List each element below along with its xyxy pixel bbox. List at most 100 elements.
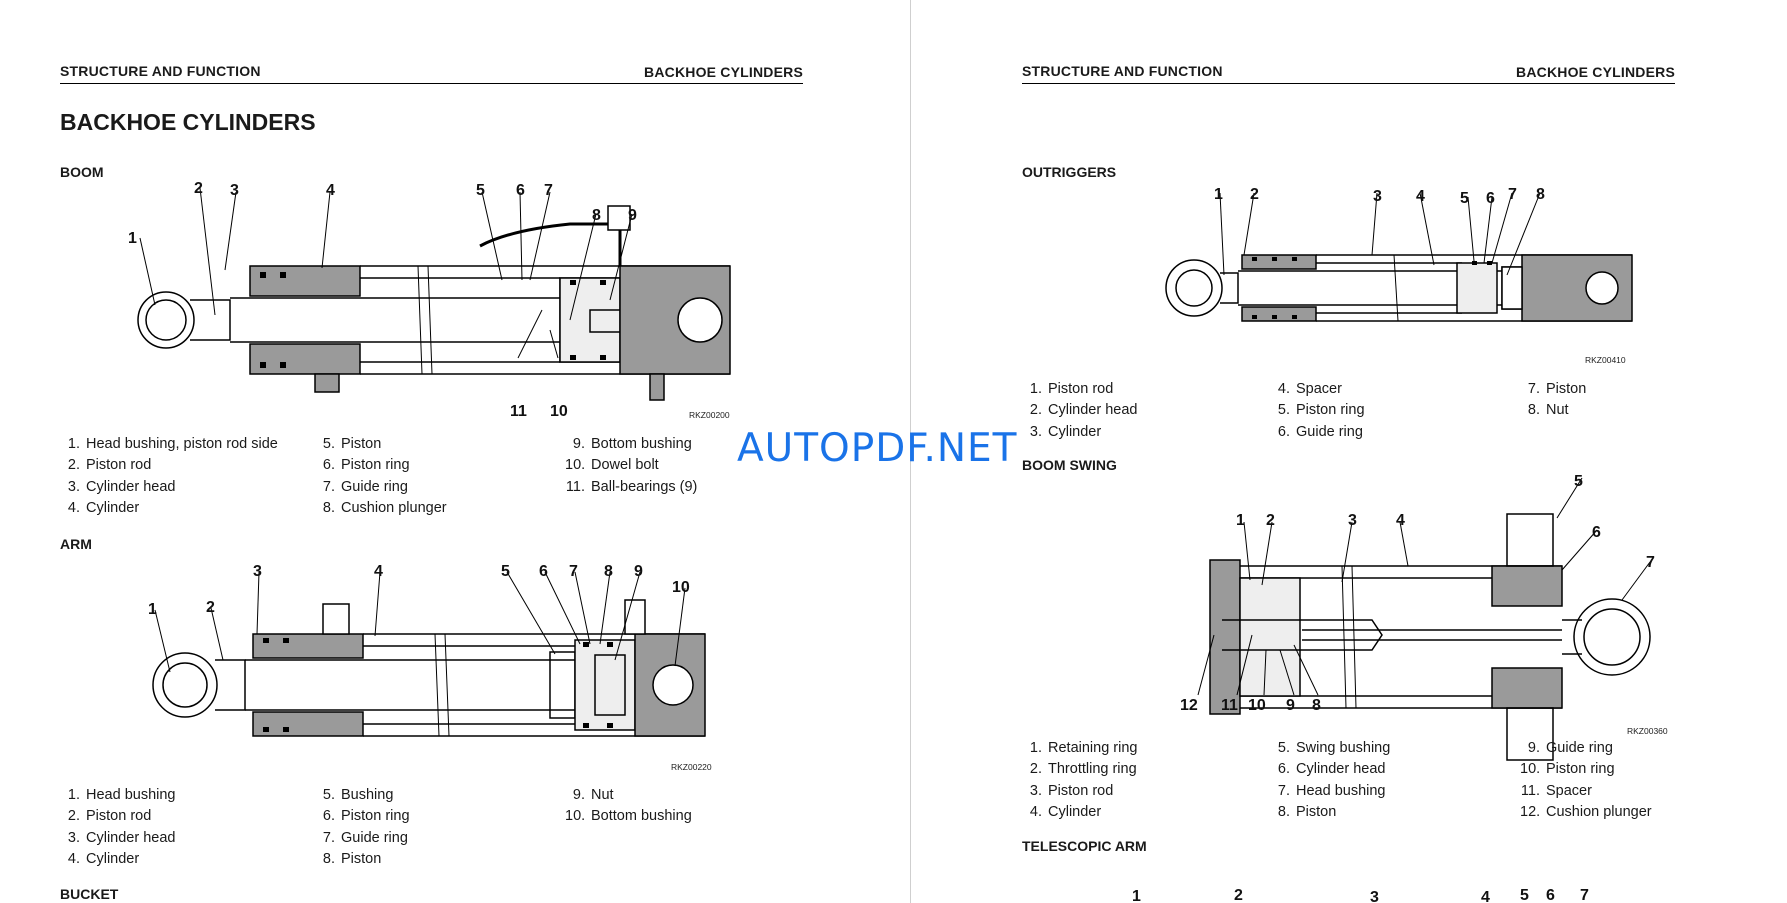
legend-item: 8.Nut <box>1527 402 1569 419</box>
boom-legend-col2: 5.Piston 6.Piston ring 7.Guide ring 8.Cu… <box>315 434 447 519</box>
boom-callout: 9 <box>628 207 637 224</box>
legend-item: 5.Piston ring <box>1277 402 1365 419</box>
boom-swing-callout: 10 <box>1248 697 1266 714</box>
legend-item: 5.Piston <box>322 436 382 452</box>
legend-item: 8.Cushion plunger <box>322 499 447 516</box>
legend-item: 5.Swing bushing <box>1277 740 1391 756</box>
section-heading-boom-swing: BOOM SWING <box>1022 457 1117 473</box>
boom-figure-code: RKZ00200 <box>689 410 730 420</box>
boom-callout: 2 <box>194 180 203 197</box>
legend-item: 7.Piston <box>1527 381 1587 397</box>
boom-swing-legend-col1: 1.Retaining ring 2.Throttling ring 3.Pis… <box>1022 738 1138 823</box>
boom-swing-callout: 6 <box>1592 524 1601 541</box>
arm-legend-col1: 1.Head bushing 2.Piston rod 3.Cylinder h… <box>60 785 176 870</box>
page-divider <box>909 0 911 903</box>
boom-swing-cylinder-diagram: 1 2 3 4 5 6 7 12 11 10 9 8 <box>1180 473 1655 761</box>
telescopic-callout: 2 <box>1234 887 1243 903</box>
telescopic-callout: 5 <box>1520 887 1529 903</box>
boom-swing-callout: 11 <box>1221 697 1238 714</box>
boom-swing-figure-code: RKZ00360 <box>1627 726 1668 736</box>
legend-item: 7.Guide ring <box>322 829 408 846</box>
legend-item: 4.Cylinder <box>67 499 140 516</box>
legend-item: 2.Piston rod <box>67 457 152 474</box>
legend-item: 9.Nut <box>572 787 614 803</box>
left-page: STRUCTURE AND FUNCTION BACKHOE CYLINDERS… <box>60 63 803 902</box>
outriggers-callout: 4 <box>1416 188 1425 205</box>
outriggers-callout: 5 <box>1460 190 1469 207</box>
right-header-section: STRUCTURE AND FUNCTION <box>1022 63 1223 79</box>
legend-item: 11.Spacer <box>1520 782 1592 799</box>
legend-item: 9.Bottom bushing <box>572 436 692 452</box>
left-header-chapter: BACKHOE CYLINDERS <box>644 64 803 80</box>
legend-item: 6.Guide ring <box>1277 423 1363 440</box>
boom-swing-callout: 4 <box>1396 512 1405 529</box>
right-page: STRUCTURE AND FUNCTION BACKHOE CYLINDERS… <box>912 0 1787 903</box>
outriggers-legend-col2: 4.Spacer 5.Piston ring 6.Guide ring <box>1270 379 1365 443</box>
boom-callout: 6 <box>516 182 525 199</box>
arm-figure-code: RKZ00220 <box>671 762 712 772</box>
boom-cylinder-diagram: 1 2 3 4 5 6 7 8 9 11 10 <box>128 180 731 420</box>
legend-item: 3.Cylinder <box>1029 423 1102 440</box>
boom-swing-callout: 2 <box>1266 512 1275 529</box>
outriggers-callout: 6 <box>1486 190 1495 207</box>
telescopic-callout: 7 <box>1580 887 1589 903</box>
boom-legend-col3: 9.Bottom bushing 10.Dowel bolt 11.Ball-b… <box>565 434 697 498</box>
boom-callout: 1 <box>128 230 137 247</box>
section-heading-bucket: BUCKET <box>60 886 119 902</box>
boom-callout: 8 <box>592 207 601 224</box>
legend-item: 12.Cushion plunger <box>1520 803 1652 820</box>
boom-legend-col1: 1.Head bushing, piston rod side 2.Piston… <box>60 434 278 519</box>
section-heading-outriggers: OUTRIGGERS <box>1022 164 1117 180</box>
arm-cylinder-diagram: 1 2 3 4 5 6 7 8 9 10 <box>148 563 706 737</box>
boom-swing-callout: 1 <box>1236 512 1245 529</box>
outriggers-legend-col3: 7.Piston 8.Nut <box>1520 379 1586 422</box>
boom-swing-callout: 9 <box>1286 697 1295 714</box>
legend-item: 10.Bottom bushing <box>565 808 692 825</box>
left-header-section: STRUCTURE AND FUNCTION <box>60 63 261 79</box>
arm-callout: 4 <box>374 563 383 580</box>
outriggers-figure-code: RKZ00410 <box>1585 355 1626 365</box>
legend-item: 11.Ball-bearings (9) <box>565 478 698 495</box>
telescopic-callout: 6 <box>1546 887 1555 903</box>
telescopic-callout: 4 <box>1481 889 1490 903</box>
legend-item: 8.Piston <box>322 850 382 867</box>
legend-item: 7.Guide ring <box>322 478 408 495</box>
boom-callout: 4 <box>326 182 335 199</box>
legend-item: 5.Bushing <box>322 787 394 803</box>
boom-callout: 5 <box>476 182 485 199</box>
boom-swing-legend-col3: 9.Guide ring 10.Piston ring 11.Spacer 12… <box>1520 738 1652 823</box>
legend-item: 10.Piston ring <box>1520 761 1615 778</box>
legend-item: 2.Piston rod <box>67 808 152 825</box>
section-heading-arm: ARM <box>60 536 92 552</box>
boom-swing-callout: 3 <box>1348 512 1357 529</box>
boom-swing-callout: 8 <box>1312 697 1321 714</box>
legend-item: 1.Head bushing <box>67 787 176 803</box>
outriggers-callout: 7 <box>1508 186 1517 203</box>
boom-swing-callout: 12 <box>1180 697 1198 714</box>
legend-item: 1.Head bushing, piston rod side <box>67 436 278 452</box>
right-header-rule <box>1022 83 1675 84</box>
legend-item: 1.Piston rod <box>1029 381 1114 397</box>
legend-item: 6.Cylinder head <box>1277 761 1386 778</box>
arm-callout: 8 <box>604 563 613 580</box>
legend-item: 2.Throttling ring <box>1029 761 1137 778</box>
outriggers-callout: 2 <box>1250 186 1259 203</box>
boom-callout: 11 <box>510 403 527 420</box>
section-heading-telescopic-arm: TELESCOPIC ARM <box>1022 838 1147 854</box>
legend-item: 1.Retaining ring <box>1029 740 1138 756</box>
outriggers-callout: 3 <box>1373 188 1382 205</box>
right-header-chapter: BACKHOE CYLINDERS <box>1516 64 1675 80</box>
legend-item: 4.Spacer <box>1277 381 1342 397</box>
arm-callout: 9 <box>634 563 643 580</box>
telescopic-callout: 3 <box>1370 889 1379 903</box>
arm-callout: 5 <box>501 563 510 580</box>
telescopic-callout: 1 <box>1132 888 1141 903</box>
boom-swing-callout: 5 <box>1574 473 1583 490</box>
legend-item: 3.Piston rod <box>1029 782 1114 799</box>
boom-swing-legend-col2: 5.Swing bushing 6.Cylinder head 7.Head b… <box>1270 738 1390 823</box>
left-header-rule <box>60 83 803 84</box>
boom-callout: 7 <box>544 182 553 199</box>
arm-callout: 6 <box>539 563 548 580</box>
legend-item: 4.Cylinder <box>67 850 140 867</box>
legend-item: 2.Cylinder head <box>1029 402 1138 419</box>
